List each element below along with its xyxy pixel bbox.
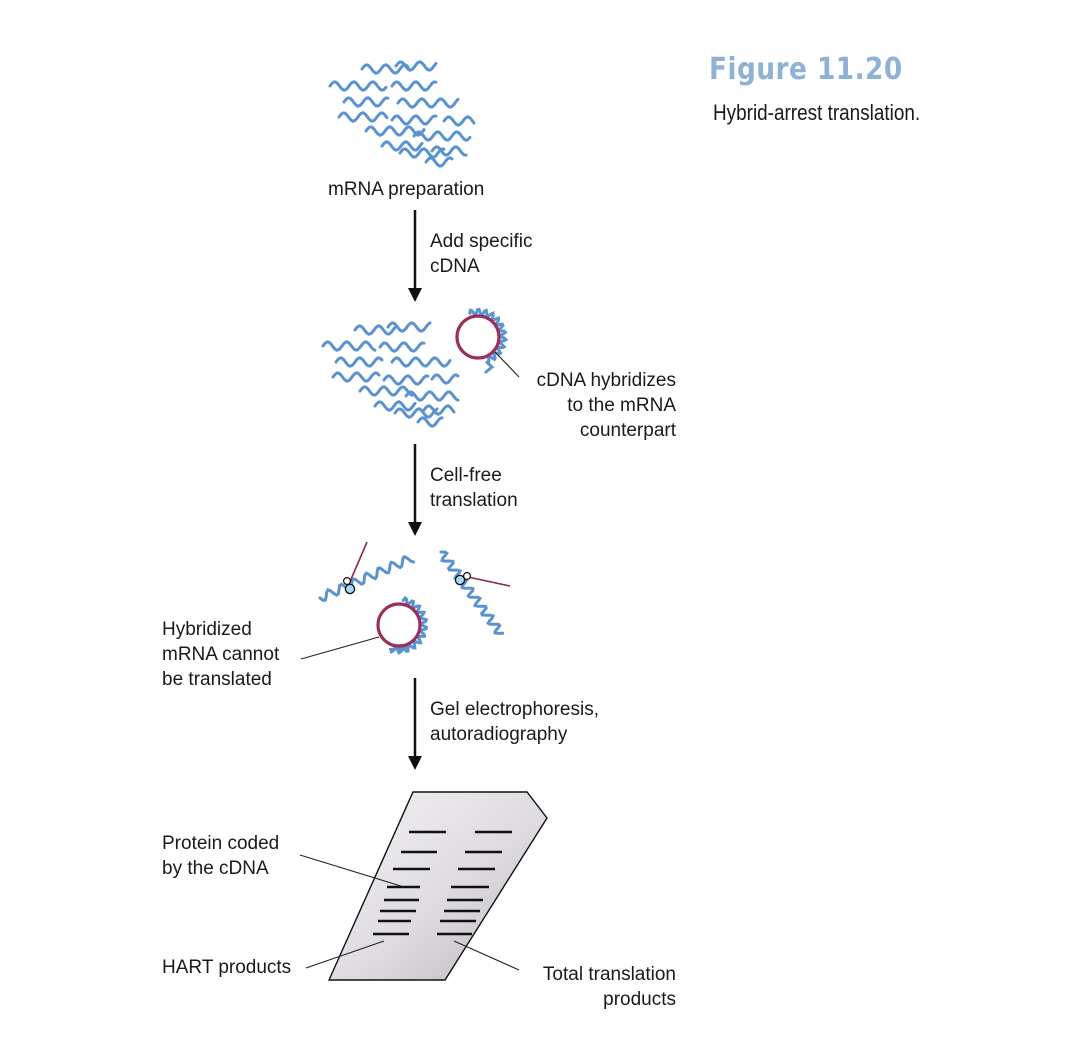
mrna-strand	[424, 156, 454, 168]
mrna-strands-initial	[328, 60, 476, 168]
mrna-strand	[360, 63, 410, 75]
label-gel: Gel electrophoresis, autoradiography	[430, 699, 599, 745]
mrna-strand	[442, 115, 476, 127]
hybridized-mrna-blocked	[300, 595, 429, 660]
mrna-strand	[337, 111, 389, 123]
arrow-add-cdna	[408, 210, 422, 302]
mrna-strand	[353, 324, 397, 336]
leader-protein-coded	[299, 854, 405, 888]
mrna-strand	[394, 60, 438, 72]
label-cell-free: Cell-free translation	[430, 465, 518, 511]
mrna-strand	[321, 340, 377, 352]
label-add-cdna: Add specific cDNA	[430, 231, 533, 277]
arrow-gel	[408, 678, 422, 770]
mrna-strand	[393, 407, 439, 419]
label-hybridized-cannot: Hybridized mRNA cannot be translated	[162, 619, 280, 690]
mrna-strand	[422, 404, 456, 416]
translating-mrna-left	[318, 541, 416, 602]
mrna-strand	[334, 356, 384, 368]
label-mrna-preparation: mRNA preparation	[328, 179, 485, 200]
arrow-cell-free	[408, 444, 422, 536]
label-hart-products: HART products	[162, 957, 292, 978]
mrna-strand	[358, 385, 416, 397]
leader-total-products	[453, 940, 520, 971]
mrna-strand	[412, 130, 472, 142]
mrna-strand	[378, 341, 426, 353]
leader-hart-products	[305, 940, 385, 969]
mrna-strand	[390, 114, 438, 126]
translating-mrna-right	[439, 550, 511, 635]
mrna-strand	[390, 80, 438, 92]
mrna-strand	[430, 145, 468, 157]
mrna-strand	[364, 125, 426, 137]
mrna-strand	[430, 373, 460, 385]
mrna-strand	[331, 371, 381, 383]
label-protein-coded: Protein coded by the cDNA	[162, 833, 280, 879]
mrna-strand	[398, 147, 446, 159]
mrna-strand	[396, 97, 460, 109]
cdna-plasmid-hybrid	[455, 307, 520, 378]
label-total-products: Total translation products	[542, 964, 676, 1010]
mrna-strand	[342, 96, 390, 108]
mrna-strand	[386, 321, 432, 333]
mrna-strand	[373, 400, 417, 412]
mrna-strand	[390, 356, 452, 368]
mrna-strand	[328, 80, 388, 92]
figure-caption: Hybrid-arrest translation.	[713, 100, 921, 125]
mrna-strand	[416, 416, 444, 428]
figure-number: Figure 11.20	[709, 52, 903, 87]
gel-autoradiograph	[299, 791, 548, 981]
mrna-strands-with-cdna	[321, 321, 460, 428]
mrna-strand	[382, 374, 430, 386]
mrna-strand	[404, 390, 460, 402]
label-cdna-hybridizes: cDNA hybridizes to the mRNA counterpart	[536, 370, 676, 441]
mrna-strand	[380, 140, 424, 152]
